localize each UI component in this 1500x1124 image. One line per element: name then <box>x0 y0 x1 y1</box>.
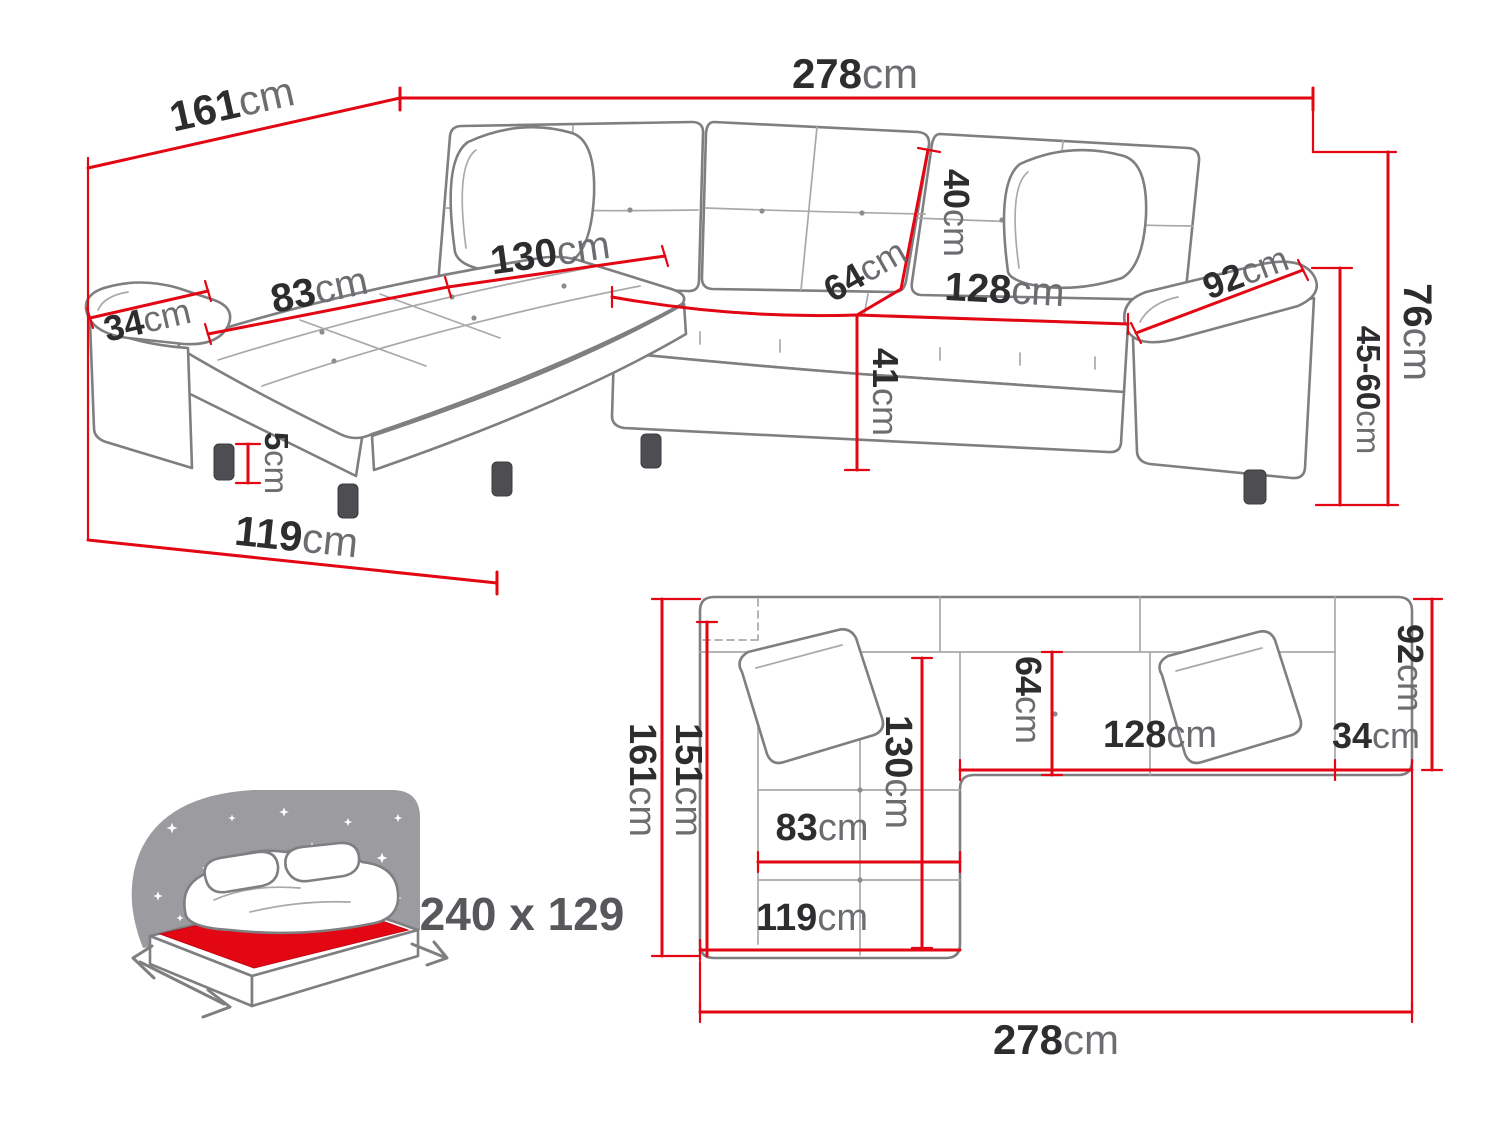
perspective-view: 278cm 161cm 34cm 83cm 130cm 40cm 64cm 12… <box>84 50 1439 596</box>
bed-pillow-right <box>284 841 361 883</box>
dim-total-depth: 161cm <box>165 67 298 140</box>
dim-chaise-seat-width: 83cm <box>267 259 372 322</box>
dim-total-height: 76cm <box>1395 283 1439 381</box>
sleeping-size-label: 240 x 129 <box>420 888 625 940</box>
dim-armrest-height-range: 45-60cm <box>1350 326 1387 454</box>
left-armrest <box>84 281 232 346</box>
plan-dim-chaise-length: 130cm <box>877 715 919 829</box>
plan-dim-total-width: 278cm <box>993 1016 1119 1063</box>
plan-dim-chaise-seat-width: 83cm <box>776 807 869 849</box>
bed-pillow-left <box>203 850 280 894</box>
chaise-seams <box>217 267 641 387</box>
plan-dim-chaise-total-width: 119cm <box>756 897 868 939</box>
backrest-middle <box>700 120 931 294</box>
dim-total-width: 278cm <box>792 50 918 97</box>
base-rail <box>610 350 1126 454</box>
dim-seat-height: 41cm <box>865 348 906 436</box>
perspective-dimension-labels: 278cm 161cm 34cm 83cm 130cm 40cm 64cm 12… <box>100 50 1439 566</box>
plan-dim-inner-depth: 151cm <box>667 723 709 837</box>
dim-backrest-height: 40cm <box>936 169 977 257</box>
chaise-front-right-face <box>370 302 688 472</box>
plan-dim-seat-width: 128cm <box>1103 714 1217 756</box>
plan-view: 161cm 151cm 130cm 64cm 128cm 34cm 92cm 8… <box>621 595 1444 1063</box>
right-side-panel <box>1131 296 1316 480</box>
pillow-right <box>1002 148 1148 290</box>
dim-seat-width: 128cm <box>944 265 1066 315</box>
dim-chaise-total-width: 119cm <box>233 507 361 567</box>
unfold-arrows <box>131 940 449 1019</box>
dim-left-armrest-width: 34cm <box>100 290 195 350</box>
plan-dimension-labels: 161cm 151cm 130cm 64cm 128cm 34cm 92cm 8… <box>621 624 1431 1063</box>
sofa-legs <box>213 433 1267 519</box>
plan-dim-seat-depth: 64cm <box>1008 656 1049 744</box>
mattress-base-front <box>250 928 420 1008</box>
plan-dimension-lines <box>650 597 1444 1024</box>
dim-leg-height: 5cm <box>258 432 295 494</box>
sleeping-function-icon: 240 x 129 <box>131 790 625 1019</box>
perspective-dimension-lines <box>85 86 1400 596</box>
plan-dim-right-armrest-width: 34cm <box>1332 715 1420 756</box>
plan-dim-right-side-depth: 92cm <box>1390 624 1431 712</box>
plan-dim-total-depth: 161cm <box>621 723 663 837</box>
chaise-seat <box>177 255 686 440</box>
plan-pillow-right <box>1158 630 1303 765</box>
seat-tuft-marks <box>699 331 1096 370</box>
dim-corner-seat-width: 130cm <box>488 223 613 283</box>
